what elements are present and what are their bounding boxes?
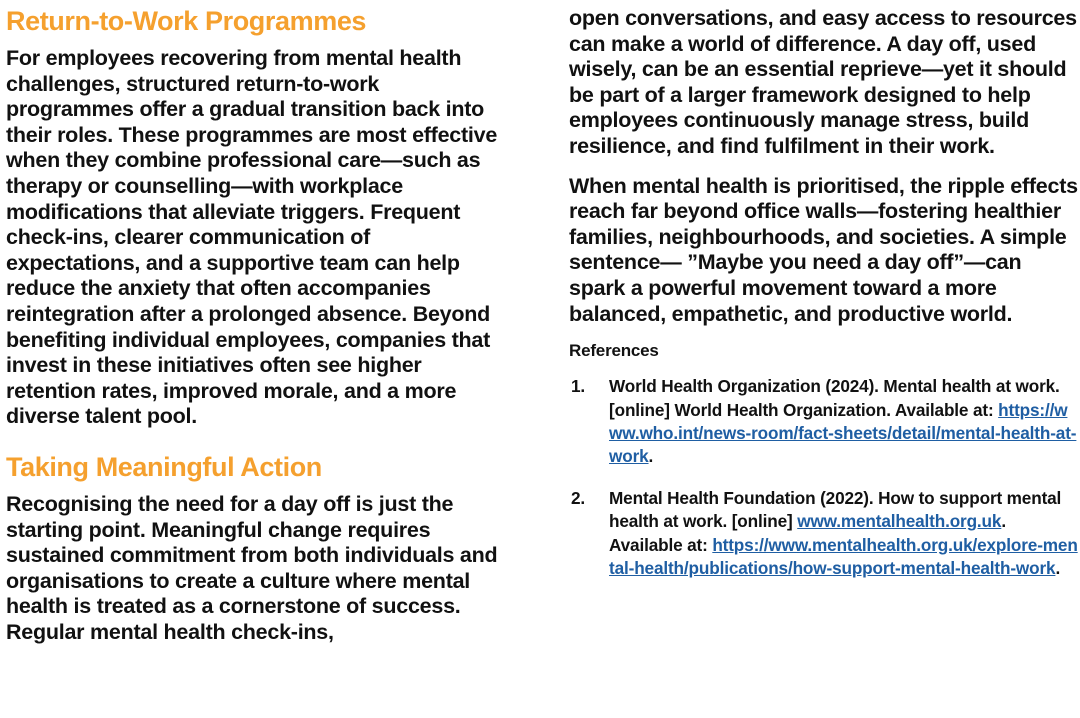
heading-return-to-work-programmes: Return-to-Work Programmes: [6, 6, 367, 36]
left-column: Return-to-Work Programmes For employees …: [0, 0, 509, 718]
reference-citation-text: World Health Organization (2024). Mental…: [609, 376, 1060, 420]
paragraph-return-to-work: For employees recovering from mental hea…: [6, 46, 498, 429]
reference-item: 2. Mental Health Foundation (2022). How t…: [569, 487, 1080, 581]
reference-citation-text-middle: . Available at:: [609, 511, 1006, 555]
reference-citation-text: Mental Health Foundation (2022). How to …: [609, 487, 1062, 532]
reference-number: 2.: [571, 487, 586, 508]
reference-number: 1.: [571, 376, 586, 397]
paragraph-open-conversations: open conversations, and easy access to r…: [569, 6, 1077, 158]
reference-link-mentalhealth-publication[interactable]: https://www.mentalhealth.org.uk/explore-…: [609, 534, 1078, 578]
reference-trailing-punctuation: .: [648, 446, 654, 467]
paragraph-ripple-effects: When mental health is prioritised, the r…: [569, 173, 1078, 326]
reference-link-who[interactable]: https://www.who.int/news-room/fact-sheet…: [609, 399, 1077, 467]
reference-item: 1. World Health Organization (2024). Ment…: [569, 375, 1080, 469]
reference-trailing-punctuation: .: [1055, 557, 1061, 578]
heading-taking-meaningful-action: Taking Meaningful Action: [6, 451, 322, 482]
reference-list: 1. World Health Organization (2024). Ment…: [569, 375, 1080, 580]
reference-link-mentalhealth-domain[interactable]: www.mentalhealth.org.uk: [797, 511, 1002, 532]
references-heading: References: [569, 341, 659, 361]
right-column: open conversations, and easy access to r…: [569, 0, 1080, 718]
paragraph-taking-meaningful-action: Recognising the need for a day off is ju…: [6, 491, 498, 644]
